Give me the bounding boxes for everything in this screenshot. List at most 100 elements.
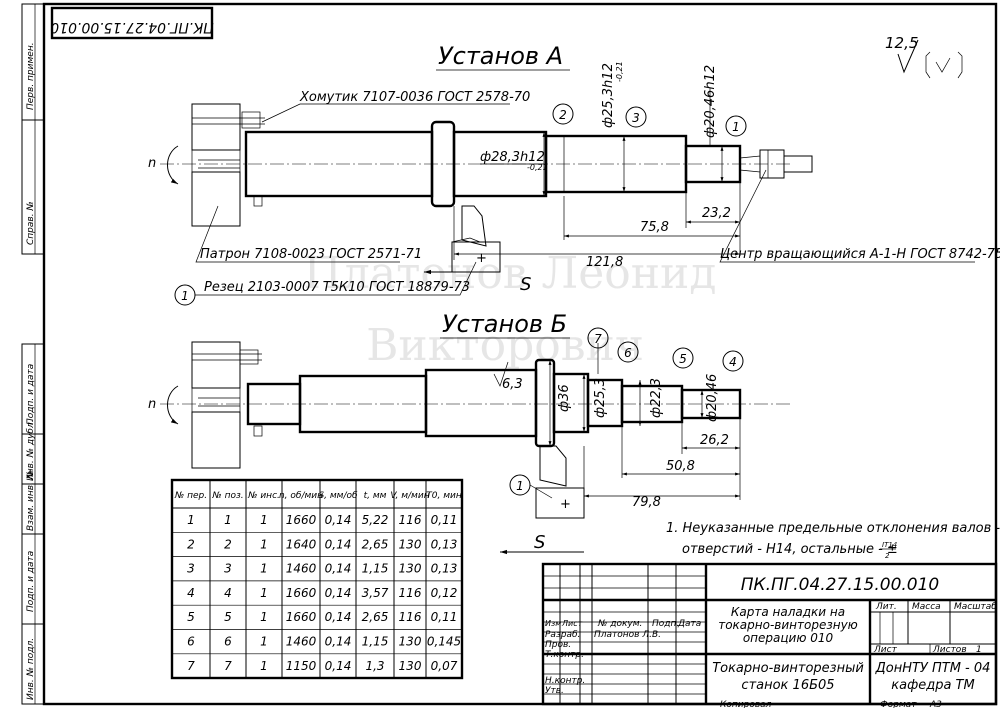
callout-cutter-text: Резец 2103-0007 Т5К10 ГОСТ 18879-73: [204, 280, 470, 295]
table-cell: 130: [399, 635, 422, 649]
side-label-dup-inv: Инв. № дубл.: [26, 419, 36, 481]
table-cell: 0,14: [325, 635, 352, 649]
chuck-a: [191, 103, 265, 227]
table-header: № инс.: [247, 491, 280, 501]
roughness-63-text: 6,3: [502, 377, 523, 392]
table-cell: 1: [260, 537, 268, 551]
callout-chuck-text: Патрон 7108-0023 ГОСТ 2571-71: [200, 247, 422, 262]
dim-d6-text: ф25,3: [593, 378, 608, 418]
table-cell: 5,22: [362, 513, 389, 527]
table-cell: 130: [399, 562, 422, 576]
marker-a-2: 3: [632, 111, 640, 125]
tb-code: ПК.ПГ.04.27.15.00.010: [741, 575, 940, 595]
tb-role-approve: Утв.: [545, 686, 564, 696]
table-cell: 1640: [286, 537, 317, 551]
tb-role-dev: Разраб.: [545, 630, 580, 640]
tb-col-izm: Изм: [545, 619, 561, 628]
dims-len-b: 26,2 50,8 79,8: [583, 418, 741, 510]
table-cell: 5: [224, 610, 232, 624]
workpiece-b: [246, 358, 742, 448]
table-cell: 0,14: [325, 537, 352, 551]
tb-doc-title-2: токарно-винторезную: [718, 618, 858, 632]
dim-d5-text: ф22,3: [649, 378, 664, 418]
table-cell: 2,65: [362, 537, 389, 551]
feed-a-label: S: [520, 274, 531, 295]
table-cell: 0,11: [431, 610, 458, 624]
callout-cutter: 1 Резец 2103-0007 Т5К10 ГОСТ 18879-73: [174, 261, 477, 306]
dim-d3-text: ф28,3h12: [480, 150, 545, 165]
tb-scale: Масштаб: [954, 602, 997, 612]
rotated-code-box: ПК.ПГ.04.27.15.00.010: [50, 6, 214, 40]
tb-org-1: ДонНТУ ПТМ - 04: [875, 661, 991, 676]
table-cell: 3,57: [362, 586, 389, 600]
table-cell: 2: [224, 537, 232, 551]
marker-a-3: 2: [559, 108, 567, 122]
cutter-a-plus: +: [476, 251, 487, 266]
dim-d4-text: ф20,46: [705, 374, 720, 422]
tb-dev-name: Платонов Л.В.: [594, 630, 661, 640]
table-header: V, м/мин: [390, 491, 429, 501]
tb-col-doc: № докум.: [597, 619, 642, 629]
dim-d1: ф20,46h12 1: [703, 65, 747, 182]
table-cell: 1: [260, 659, 268, 673]
tail-center-a: [739, 149, 813, 179]
dim-lengths-a: 23,2 75,8 121,8: [453, 182, 741, 270]
note-frac-den: 2: [885, 552, 890, 560]
table-cell: 0,14: [325, 610, 352, 624]
table-cell: 0,14: [325, 562, 352, 576]
table-header: t, мм: [364, 491, 387, 501]
dim-l2-text: 75,8: [640, 220, 669, 235]
table-cell: 130: [399, 659, 422, 673]
note-line-1: 1. Неуказанные предельные отклонения вал…: [666, 521, 1000, 536]
table-cell: 1150: [286, 659, 317, 673]
table-cell: 0,145: [427, 635, 461, 649]
table-header: № поз.: [211, 491, 243, 501]
roughness-63: 6,3: [493, 361, 523, 392]
marker-b-5: 5: [679, 352, 687, 366]
table-cell: 4: [187, 586, 195, 600]
tb-role-check: Пров.: [545, 640, 571, 650]
side-labels: Перв. примен. Справ. № Подп. и дата Инв.…: [26, 42, 36, 700]
side-label-ref-no: Справ. №: [26, 201, 36, 245]
table-cell: 1660: [286, 513, 317, 527]
table-cell: 1: [187, 513, 195, 527]
table-cell: 1: [260, 635, 268, 649]
dim-l1-text: 23,2: [702, 206, 731, 221]
tb-machine-2: станок 16Б05: [741, 678, 834, 693]
table-cell: 1: [260, 610, 268, 624]
tb-sheets: Листов: [932, 645, 967, 655]
dim-d2: ф25,3h12 -0,21 3: [601, 61, 647, 192]
watermark: Платонов Леонид Викторович: [304, 248, 717, 371]
tb-doc-title-1: Карта наладки на: [731, 605, 845, 619]
workpiece-a: [244, 120, 742, 208]
table-cell: 0,13: [431, 562, 458, 576]
cutter-b-plus: +: [560, 497, 571, 512]
table-cell: 5: [187, 610, 195, 624]
table-cell: 1,15: [362, 562, 389, 576]
table-cell: 2,65: [362, 610, 389, 624]
watermark-line-1: Платонов Леонид: [304, 248, 717, 299]
side-label-sign-date-2: Подп. и дата: [26, 551, 36, 612]
tb-sheet: Лист: [873, 645, 898, 655]
rotation-b-label: n: [148, 397, 156, 412]
table-cell: 0,11: [431, 513, 458, 527]
table-cell: 116: [399, 586, 422, 600]
setup-a: Установ А n: [148, 42, 1000, 306]
tb-role-ncontr: Н.контр.: [545, 676, 585, 686]
tb-format-value: А3: [929, 700, 942, 708]
table-cell: 0,07: [431, 659, 458, 673]
callout-center-text: Центр вращающийся А-1-Н ГОСТ 8742-75: [720, 247, 1000, 262]
marker-b-1: 1: [516, 479, 524, 493]
table-cell: 116: [399, 513, 422, 527]
setup-b: Установ Б n: [148, 310, 790, 555]
side-label-first-use: Перв. примен.: [26, 42, 36, 110]
tb-org-2: кафедра ТМ: [891, 678, 974, 693]
table-cell: 1: [260, 513, 268, 527]
rotated-code: ПК.ПГ.04.27.15.00.010: [50, 19, 214, 35]
table-cell: 0,12: [431, 586, 458, 600]
callout-cutter-marker: 1: [181, 289, 189, 303]
dim-d2-tol: -0,21: [615, 61, 624, 82]
cutter-a: + S: [424, 205, 531, 295]
